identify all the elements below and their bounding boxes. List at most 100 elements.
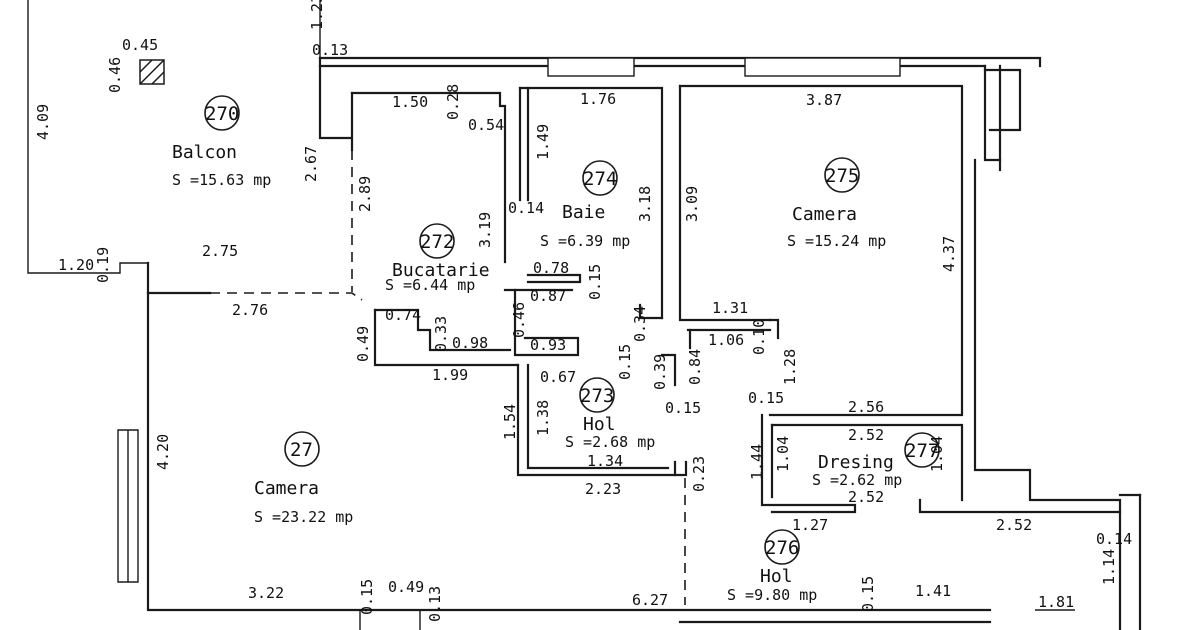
room-area-hol-273: S =2.68 mp (565, 433, 655, 451)
room-circle-276 (764, 529, 800, 565)
dim-label: 0.15 (859, 576, 877, 612)
dim-label: 2.56 (848, 398, 884, 416)
dim-label: 2.52 (848, 488, 884, 506)
room-number-27: 27 (290, 439, 313, 461)
dim-label: 1.27 (792, 516, 828, 534)
room-area-camera-27: S =23.22 mp (254, 508, 353, 526)
room-name-balcon: Balcon (172, 142, 237, 163)
column-hatch (139, 59, 165, 85)
dim-label: 3.22 (248, 584, 284, 602)
room-area-camera-275: S =15.24 mp (787, 232, 886, 250)
dim-label: 1.14 (1100, 549, 1118, 585)
dim-label: 0.84 (686, 349, 704, 385)
window-kitchen (547, 57, 635, 77)
dim-label: 3.18 (636, 186, 654, 222)
dim-label: 0.39 (651, 354, 669, 390)
dim-label: 2.89 (356, 176, 374, 212)
dim-label: 0.49 (388, 578, 424, 596)
room-number-270: 270 (205, 103, 239, 125)
dim-label: 0.74 (385, 306, 421, 324)
dim-label: 0.15 (748, 389, 784, 407)
dimension-labels: 1.23 0.13 0.45 0.46 4.09 2.67 1.20 0.19 … (34, 0, 1132, 622)
dim-label: 1.50 (392, 93, 428, 111)
dim-label: 1.81 (1038, 593, 1074, 611)
dim-label: 0.28 (444, 84, 462, 120)
dim-label: 2.52 (996, 516, 1032, 534)
room-area-baie: S =6.39 mp (540, 232, 630, 250)
dim-label: 1.54 (501, 404, 519, 440)
dim-label: 1.28 (781, 349, 799, 385)
room-number-272: 272 (420, 231, 454, 253)
room-area-dresing: S =2.62 mp (812, 471, 902, 489)
dim-label: 2.67 (302, 146, 320, 182)
dim-label: 1.41 (915, 582, 951, 600)
dim-label: 6.27 (632, 591, 668, 609)
dim-label: 1.06 (708, 331, 744, 349)
room-name-bucatarie: Bucatarie (392, 260, 490, 281)
room-name-hol-273: Hol (583, 414, 616, 435)
dashed-boundaries (210, 150, 686, 605)
dim-label: 0.34 (631, 306, 649, 342)
dim-label: 4.09 (34, 104, 52, 140)
dim-label: 0.13 (312, 41, 348, 59)
dim-label: 0.46 (106, 57, 124, 93)
window-room-275 (744, 57, 901, 77)
room-circle-270 (204, 95, 240, 131)
dim-label: 0.19 (94, 247, 112, 283)
dim-label: 0.98 (452, 334, 488, 352)
dim-label: 1.04 (774, 436, 792, 472)
dim-label: 0.45 (122, 36, 158, 54)
room-circle-275 (824, 157, 860, 193)
dim-label: 4.20 (154, 434, 172, 470)
room-area-hol-276: S =9.80 mp (727, 586, 817, 604)
room-number-274: 274 (583, 168, 617, 190)
walls (27, 0, 1142, 630)
room-name-dresing: Dresing (818, 452, 894, 473)
dim-label: 0.15 (616, 344, 634, 380)
dim-label: 1.04 (928, 436, 946, 472)
dim-label: 0.23 (690, 456, 708, 492)
dim-label: 2.52 (848, 426, 884, 444)
room-name-camera-27: Camera (254, 478, 319, 499)
dim-label: 1.23 (308, 0, 326, 30)
dim-label: 0.15 (358, 579, 376, 615)
room-circle-277 (904, 432, 940, 468)
dim-label: 0.78 (533, 259, 569, 277)
dim-label: 1.20 (58, 256, 94, 274)
dim-label: 0.49 (354, 326, 372, 362)
dim-label: 0.13 (426, 586, 444, 622)
dim-label: 0.33 (432, 316, 450, 352)
dim-label: 2.76 (232, 301, 268, 319)
dim-label: 0.15 (586, 264, 604, 300)
dim-label: 1.49 (534, 124, 552, 160)
dim-label: 3.87 (806, 91, 842, 109)
room-area-bucatarie: S =6.44 mp (385, 276, 475, 294)
dim-label: 1.31 (712, 299, 748, 317)
dim-label: 1.34 (587, 452, 623, 470)
room-circle-274 (582, 160, 618, 196)
dim-label: 1.38 (534, 400, 552, 436)
dim-label: 3.09 (683, 186, 701, 222)
windows (547, 57, 901, 77)
dim-label: 0.14 (1096, 530, 1132, 548)
room-number-276: 276 (765, 537, 799, 559)
room-circle-273 (579, 377, 615, 413)
dim-label: 0.93 (530, 336, 566, 354)
room-area-balcon: S =15.63 mp (172, 171, 271, 189)
dim-label: 0.14 (508, 199, 544, 217)
dim-label: 1.99 (432, 366, 468, 384)
dim-label: 3.19 (476, 212, 494, 248)
dim-label: 1.76 (580, 90, 616, 108)
room-labels: 270 Balcon S =15.63 mp 27 Camera S =23.2… (172, 95, 940, 604)
room-number-277: 277 (905, 440, 939, 462)
dim-label: 2.75 (202, 242, 238, 260)
room-name-camera-275: Camera (792, 204, 857, 225)
dim-label: 0.10 (750, 319, 768, 355)
room-name-hol-276: Hol (760, 566, 793, 587)
dim-label: 0.54 (468, 116, 504, 134)
room-name-baie: Baie (562, 202, 605, 223)
dim-label: 1.44 (748, 444, 766, 480)
room-circle-27 (284, 431, 320, 467)
dim-label: 0.87 (530, 287, 566, 305)
